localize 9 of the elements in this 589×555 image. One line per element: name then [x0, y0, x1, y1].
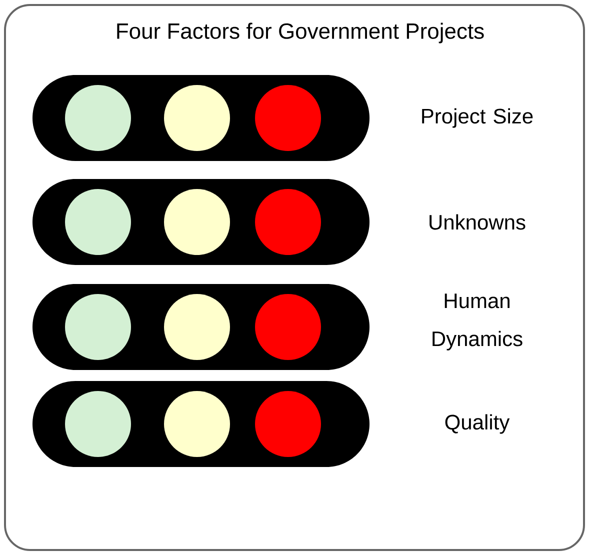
factor-label: Unknowns	[430, 214, 526, 230]
factor-label: Quality	[445, 414, 510, 434]
traffic-light	[32, 284, 370, 370]
traffic-light	[32, 179, 370, 265]
factor-label: Project Size	[422, 108, 533, 128]
traffic-light	[32, 381, 370, 467]
factor-label: Human Dynamics	[432, 294, 522, 350]
title: Four Factors for Government Projects	[117, 22, 484, 44]
traffic-light	[32, 75, 370, 161]
